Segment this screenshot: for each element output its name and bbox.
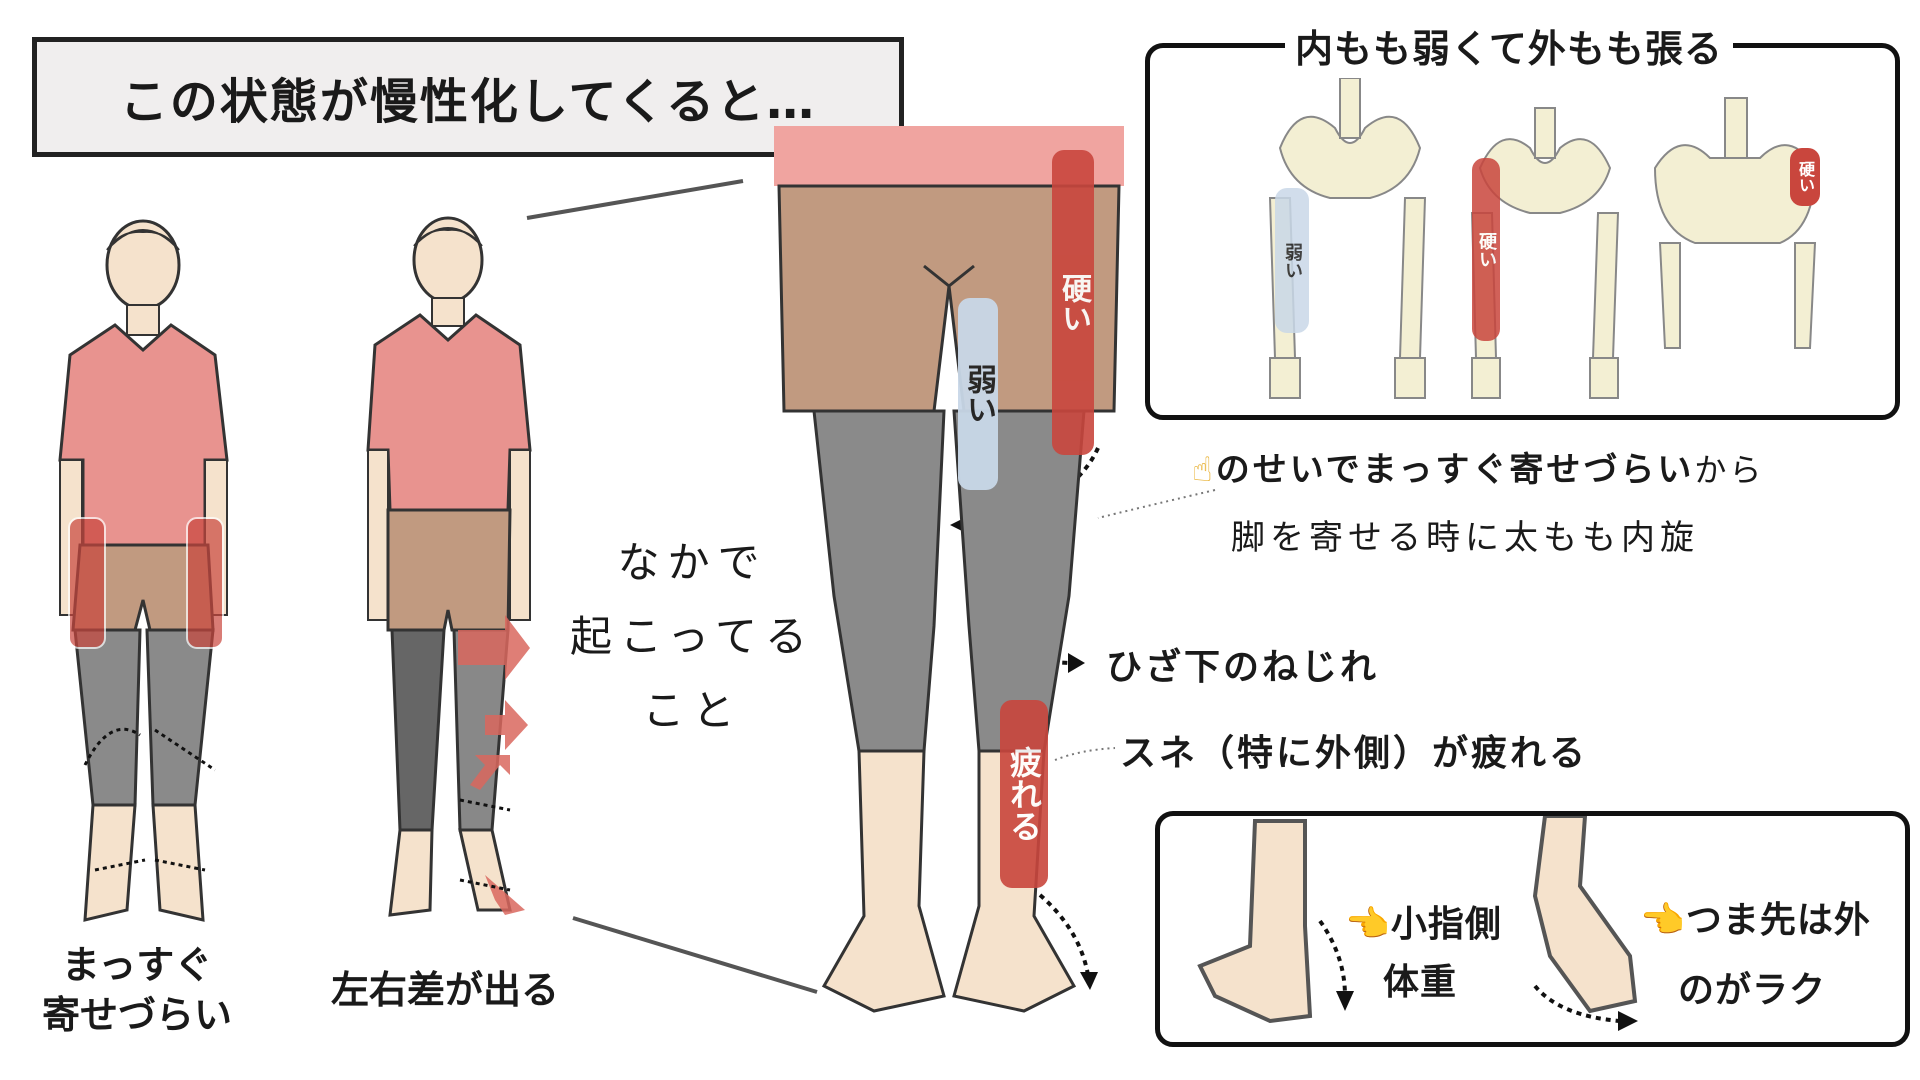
pointing-up-icon: ☝ [1192,450,1216,490]
note-line1: ☝のせいでまっすぐ寄せづらいから [1192,442,1764,491]
bones-box-title: 内もも弱くて外もも張る [1285,18,1733,73]
standing-figure-straight [58,219,229,922]
weak-tag-adductor: 弱い [1275,188,1309,333]
straight-label: まっすぐ 寄せづらい [27,940,247,1040]
skeleton-illustrations [1268,78,1817,399]
weak-tag-text: 弱い [961,364,996,424]
adductor-weak-text: 弱い [1282,242,1303,279]
hard-tag-it-band: 硬い [1472,158,1500,341]
shin-tired-note: スネ（特に外側）が疲れる [1120,733,1589,774]
bones-box: 内もも弱くて外もも張る 弱い 硬い 硬い [1145,18,1900,420]
straight-label-line1: まっすぐ [61,943,213,987]
toes-out-line1: 👈つま先は外 [1640,886,1871,956]
pinky-side-label: 小指側 [1390,904,1502,945]
straight-label-line2: 寄せづらい [41,993,232,1037]
gluteus-hard-text: 硬い [1796,161,1815,193]
toes-out-text: 👈つま先は外 のがラク [1640,886,1871,1026]
note-line1-tail: から [1694,451,1765,489]
hard-tag-thigh: 硬い [1052,150,1094,455]
weak-tag-thigh: 弱い [958,298,998,490]
toes-out-line2: のがラク [1678,970,1827,1011]
hard-tag-gluteus: 硬い [1790,148,1820,206]
center-caption: なかで 起こってる こと [560,526,825,748]
standing-figure-asymmetric [366,216,532,917]
pinky-side-line2: 体重 [1383,962,1458,1003]
page-title: この状態が慢性化してくると… [32,37,904,157]
feet-box: 👈小指側 体重 👈つま先は外 のがラク [1155,811,1910,1047]
caption-line1: なかで [617,538,768,587]
hard-tag-text: 硬い [1056,272,1091,333]
note-line1-main: のせいでまっすぐ寄せづらい [1215,450,1695,490]
pinky-side-weight-text: 👈小指側 体重 [1345,896,1502,1012]
caption-line2: 起こってる [570,612,815,661]
foot-illustrations [1197,816,1638,1031]
tired-tag-shin: 疲れる [1000,700,1048,888]
knee-twist-note: ひざ下のねじれ [1106,647,1380,688]
it-band-hard-text: 硬い [1476,231,1497,268]
asymmetry-label: 左右差が出る [330,968,559,1012]
note-line2: 脚を寄せる時に太もも内旋 [1231,518,1699,558]
pinky-side-line1: 👈小指側 [1345,896,1502,954]
tired-tag-text: 疲れる [1005,746,1043,842]
pointing-hand-icon: 👈 [1345,904,1391,945]
caption-line3: こと [642,686,743,735]
toes-out-label: つま先は外 [1685,900,1871,941]
pointing-hand-icon: 👈 [1640,900,1686,941]
